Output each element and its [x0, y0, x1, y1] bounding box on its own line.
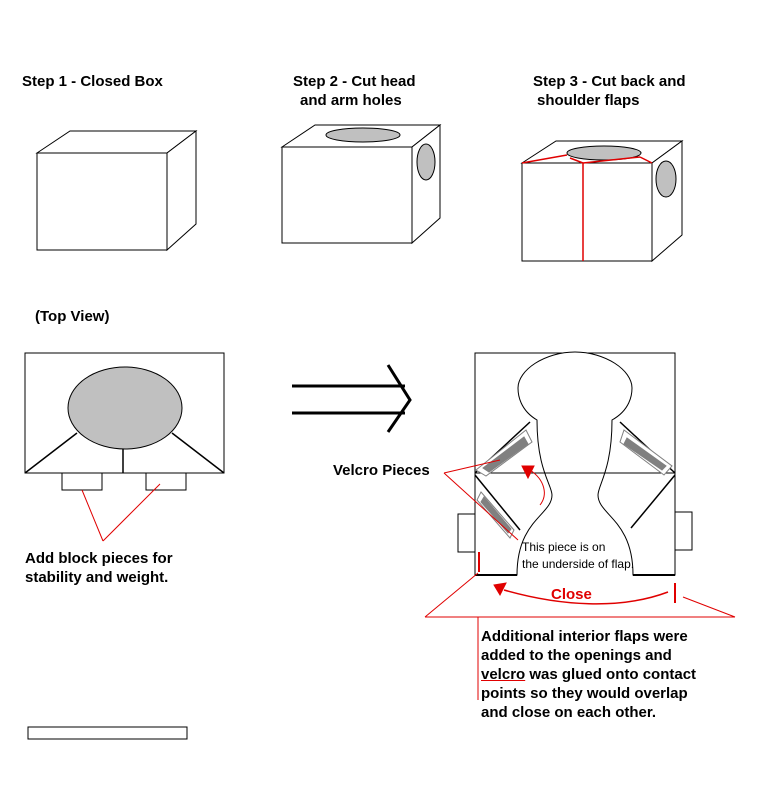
side-tab-right [674, 511, 693, 551]
close-arrow [503, 589, 669, 605]
interior-note-line4: points so they would overlap [481, 685, 688, 702]
block-pointers [81, 483, 161, 542]
underside-note-line1: This piece is on [522, 540, 606, 554]
step2-subtitle: and arm holes [300, 92, 402, 109]
step3-cut-lines [521, 154, 653, 261]
block-piece-left [61, 472, 103, 491]
annotation-lines [424, 459, 736, 700]
close-label: Close [551, 586, 592, 603]
velcro-label: Velcro Pieces [333, 462, 430, 479]
interior-note-line3-rest: was glued onto contact [525, 666, 697, 683]
fold-arrow [529, 469, 545, 506]
box3-front [521, 162, 653, 262]
velcro-left-upper [482, 436, 529, 473]
step1-box [35, 129, 198, 252]
velcro-right-upper [623, 437, 667, 471]
step1-title: Step 1 - Closed Box [22, 73, 163, 90]
scale-bar [27, 726, 188, 740]
velcro-pieces [475, 429, 673, 539]
cutout-outline [474, 351, 676, 576]
transform-arrow [292, 364, 412, 433]
step3-title: Step 3 - Cut back and [533, 73, 686, 90]
block-piece-right [145, 472, 187, 491]
step3-subtitle: shoulder flaps [537, 92, 640, 109]
top-view-left [24, 352, 225, 491]
top-view-head-hole [67, 366, 183, 450]
box1-front [36, 152, 168, 251]
block-note-line1: Add block pieces for [25, 550, 173, 567]
velcro-left-lower [480, 496, 512, 534]
box2-front [281, 146, 413, 244]
top-view-label: (Top View) [35, 308, 110, 325]
interior-note-line5: and close on each other. [481, 704, 657, 721]
head-hole [325, 127, 401, 143]
arm-hole-3 [655, 160, 677, 198]
interior-note-line2: added to the openings and [481, 647, 672, 664]
arm-hole [416, 143, 436, 181]
block-note-line2: stability and weight. [25, 569, 169, 586]
underside-note-line2: the underside of flap. [522, 557, 635, 571]
side-tab-left [457, 513, 476, 553]
step2-box [280, 123, 442, 245]
interior-note-line1: Additional interior flaps were [481, 628, 688, 645]
box1-side [166, 129, 197, 252]
velcro-word: velcro [481, 666, 526, 683]
interior-note-line3: velcro was glued onto contact [481, 665, 696, 684]
head-hole-3 [566, 145, 642, 161]
step2-title: Step 2 - Cut head [293, 73, 416, 90]
contact-points [478, 552, 676, 603]
